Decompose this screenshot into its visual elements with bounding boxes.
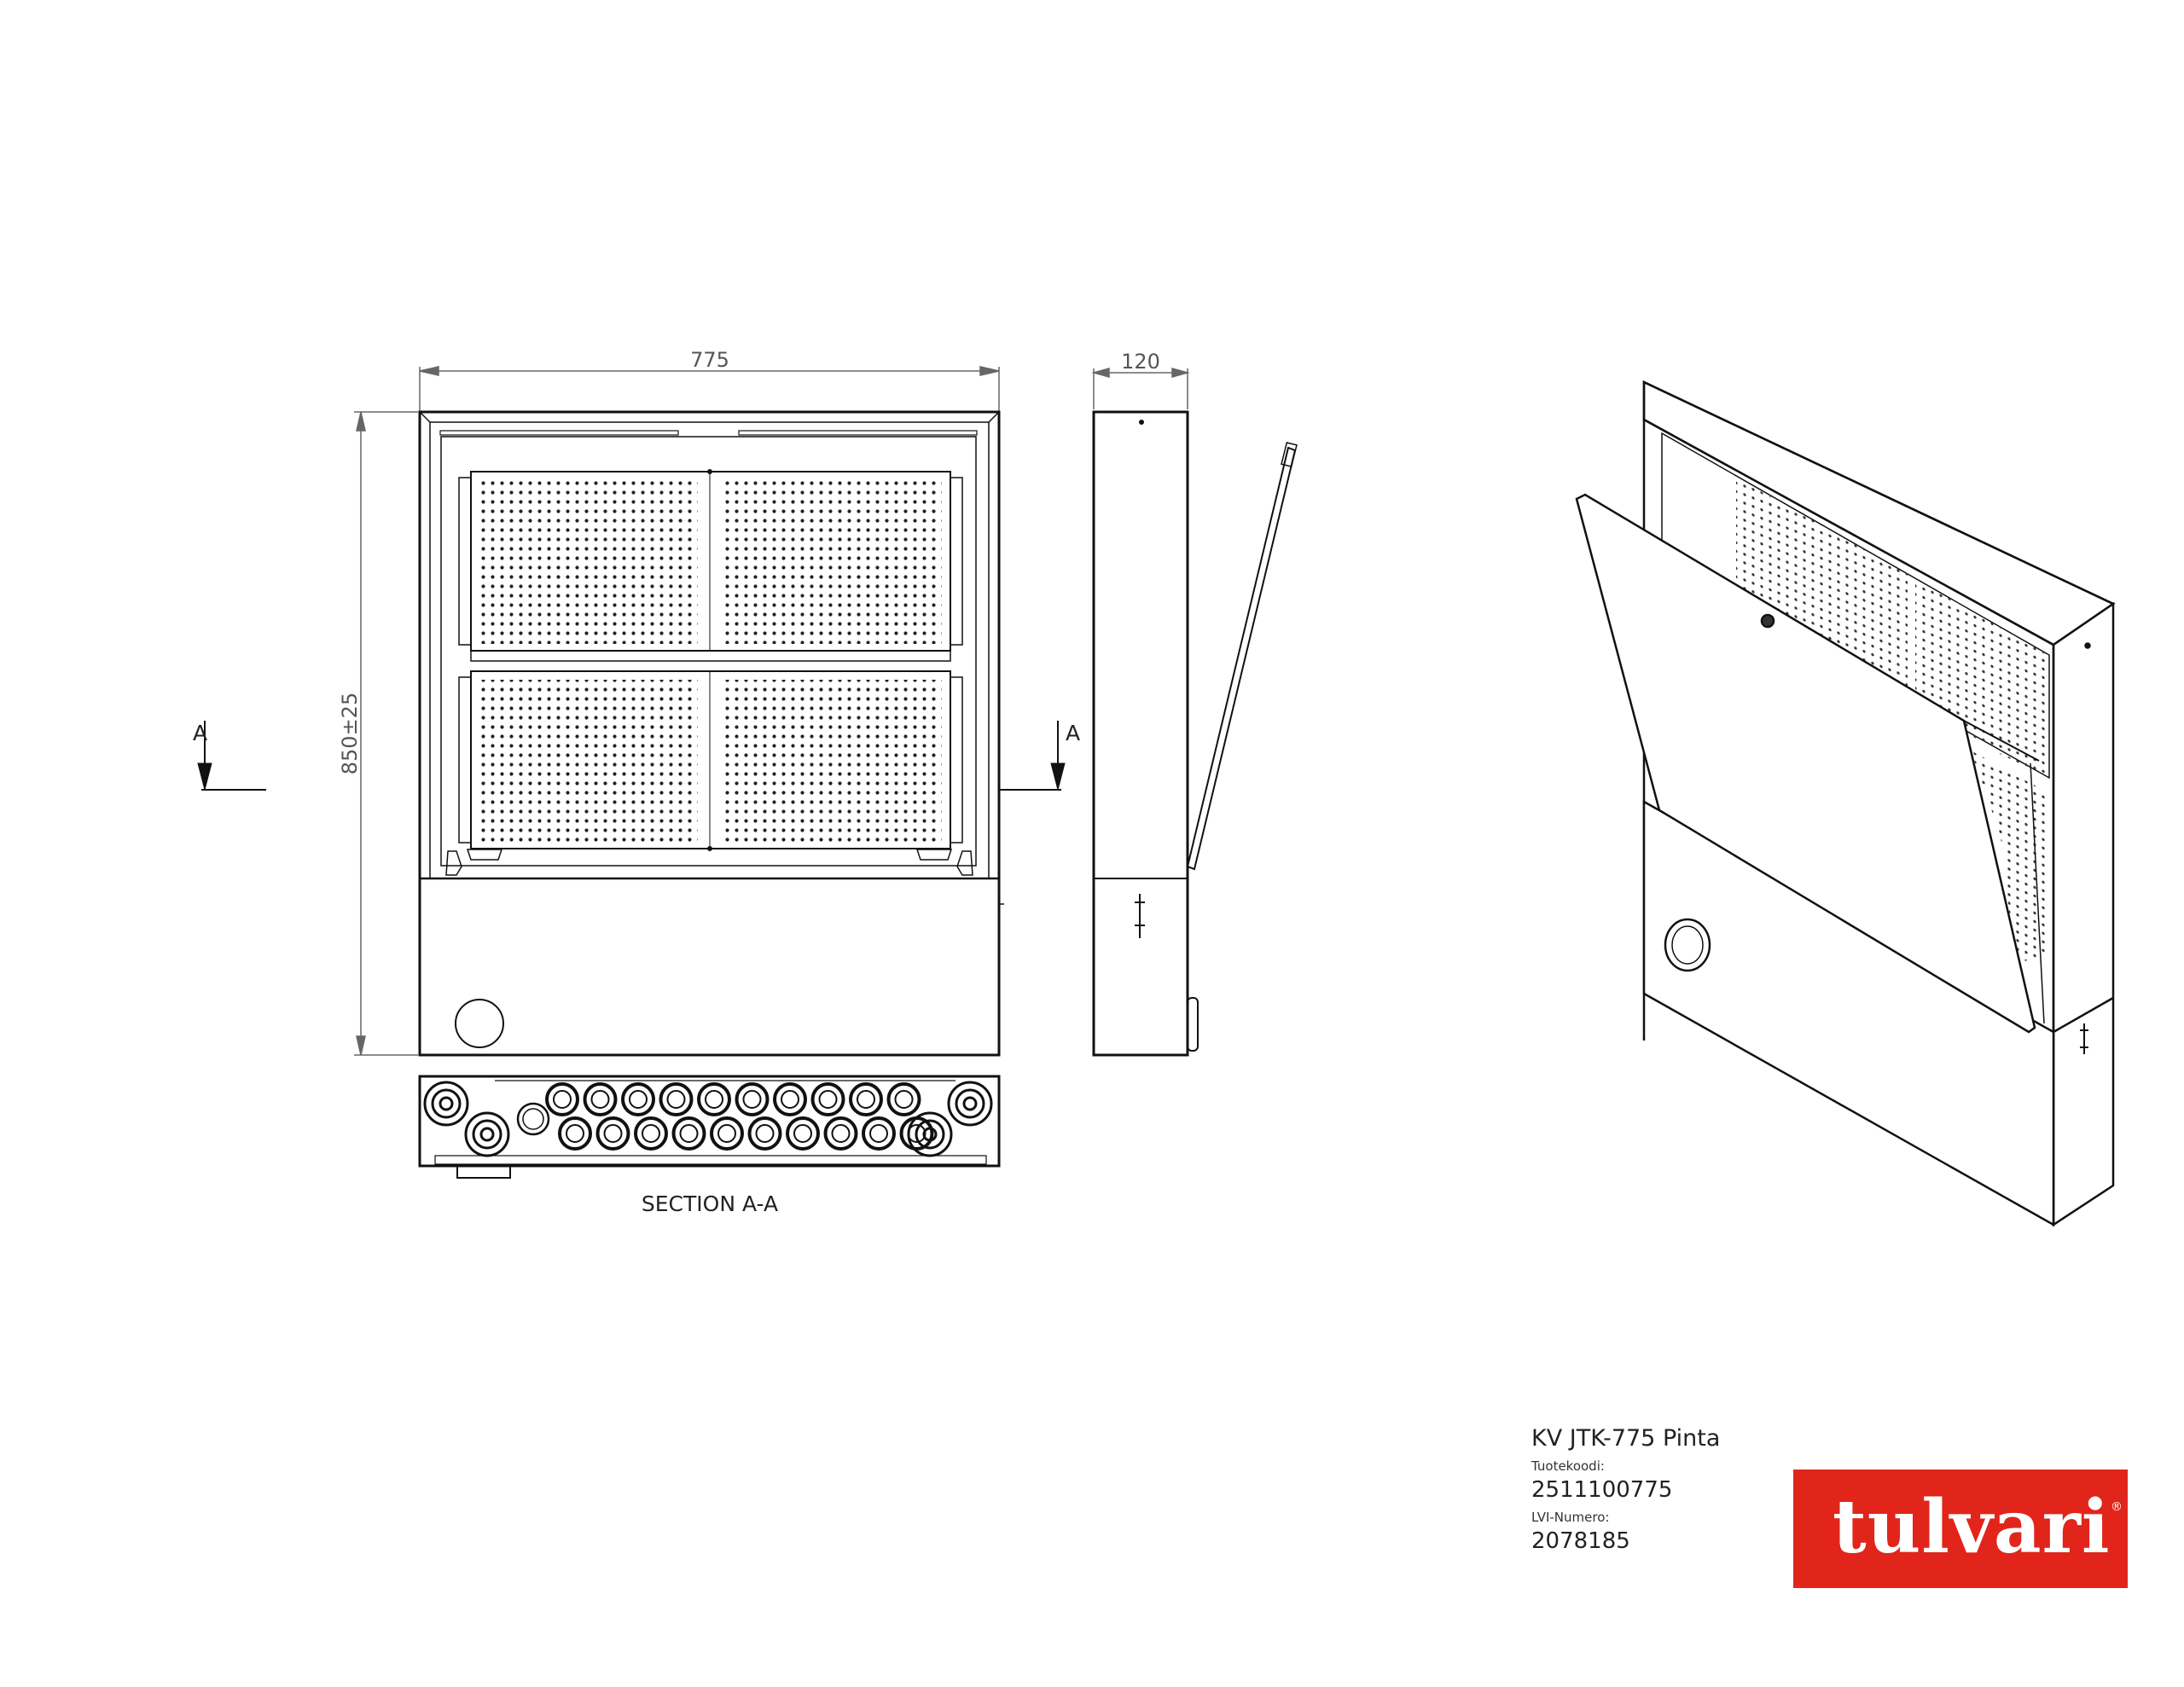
section-port-circle	[869, 1124, 888, 1143]
section-port-row-top	[545, 1082, 921, 1116]
section-port-circle	[849, 1082, 883, 1116]
section-port-circle	[671, 1116, 706, 1151]
section-port-circle	[735, 1082, 770, 1116]
registered-mark: ®	[2111, 1500, 2123, 1514]
bottom-brackets	[445, 849, 973, 876]
section-port-circle	[899, 1116, 934, 1151]
section-port-circle	[810, 1082, 845, 1116]
section-port-circle	[642, 1124, 660, 1143]
section-port-circle	[583, 1082, 618, 1116]
depth-dimension-label: 120	[1121, 350, 1160, 374]
section-port-circle	[566, 1124, 584, 1143]
section-port-circle	[558, 1116, 592, 1151]
section-label: SECTION A-A	[642, 1191, 778, 1216]
product-code-caption: Tuotekoodi:	[1531, 1458, 1605, 1474]
section-port-circle	[907, 1124, 926, 1143]
section-marker-left-label: A	[193, 721, 207, 745]
section-port-circle	[831, 1124, 851, 1143]
section-port-circle	[705, 1090, 723, 1109]
height-dimension-label: 850±25	[338, 693, 362, 774]
section-marker-right-label: A	[1066, 721, 1080, 745]
section-marker-left	[197, 721, 266, 791]
front-view: 775 850±25	[338, 348, 1004, 1057]
section-port-circle	[747, 1116, 782, 1151]
lvi-number-caption: LVI-Numero:	[1531, 1510, 1610, 1525]
section-port-circle	[742, 1090, 762, 1109]
isometric-view	[1575, 380, 2116, 1227]
section-port-circle	[755, 1124, 775, 1143]
height-dimension	[354, 411, 418, 1056]
section-port-circle	[666, 1090, 686, 1109]
section-port-circle	[553, 1090, 572, 1109]
section-port-circle	[634, 1116, 668, 1151]
section-port-circle	[717, 1124, 736, 1143]
lvi-number: 2078185	[1531, 1528, 1630, 1554]
section-port-circle	[781, 1090, 799, 1109]
section-port-row-bottom	[558, 1116, 934, 1151]
lower-perforated-plate	[458, 670, 963, 851]
section-port-circle	[603, 1124, 623, 1143]
width-dimension	[419, 366, 1000, 414]
section-view	[418, 1075, 1001, 1179]
product-code: 2511100775	[1531, 1477, 1673, 1503]
tulvari-logo: tulvari ®	[1793, 1470, 2128, 1588]
section-port-circle	[886, 1082, 921, 1116]
logo-wordmark: tulvari	[1833, 1484, 2111, 1570]
section-port-circle	[773, 1082, 807, 1116]
section-port-circle	[545, 1082, 579, 1116]
section-port-circle	[823, 1116, 858, 1151]
section-port-circle	[679, 1124, 699, 1143]
bottom-housing	[418, 877, 1001, 1057]
section-port-circle	[659, 1082, 694, 1116]
section-port-circle	[629, 1090, 648, 1109]
side-view	[1091, 368, 1298, 1057]
section-port-circle	[595, 1116, 630, 1151]
section-port-circle	[862, 1116, 896, 1151]
section-port-circle	[894, 1090, 914, 1109]
section-port-circle	[697, 1082, 731, 1116]
section-port-circle	[786, 1116, 820, 1151]
width-dimension-label: 775	[690, 348, 729, 372]
section-port-circle	[818, 1090, 838, 1109]
section-marker-right	[1000, 721, 1066, 791]
section-port-circle	[621, 1082, 655, 1116]
title-block: KV JTK-775 Pinta Tuotekoodi: 2511100775 …	[1531, 1424, 1890, 1556]
product-name: KV JTK-775 Pinta	[1531, 1425, 1721, 1452]
section-port-circle	[590, 1090, 610, 1109]
pipe-opening-circle	[455, 999, 504, 1048]
section-port-circle	[857, 1090, 875, 1109]
upper-perforated-plate	[458, 469, 963, 662]
section-port-circle	[710, 1116, 744, 1151]
section-port-circle	[793, 1124, 812, 1143]
